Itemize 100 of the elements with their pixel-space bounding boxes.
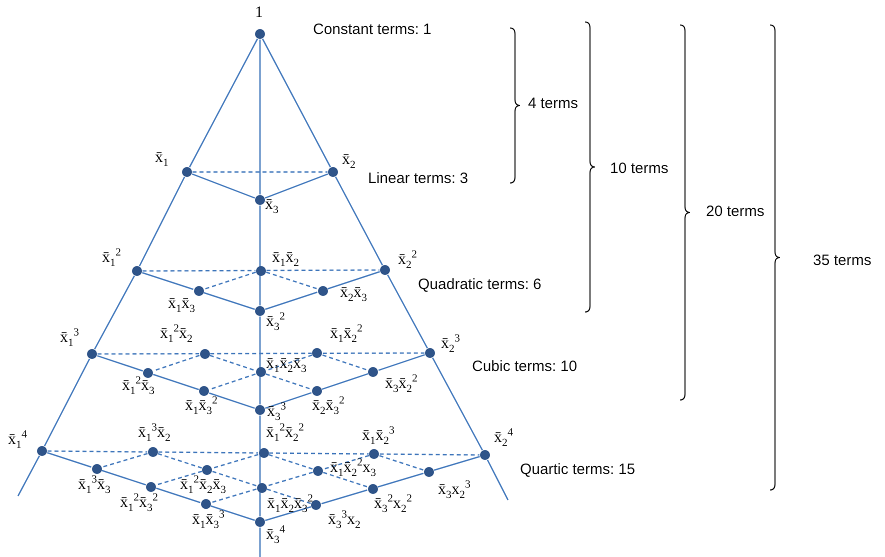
count-label: 4 terms [528,95,578,112]
vertex-dot [255,517,265,527]
dashed-line [204,272,256,290]
monomial-label: x̄$_{1}$$^{2}$x̄$_{2}$x̄$_{3}$ [180,477,226,493]
dashed-line [210,354,256,372]
line [434,456,480,471]
count-label: 35 terms [813,252,872,269]
vertex-dot [312,386,322,396]
count-label: Constant terms: 1 [313,21,432,38]
dashed-line [268,454,313,470]
dashed-line [212,470,257,486]
line [265,506,312,522]
line [209,392,255,409]
dashed-line [266,354,312,372]
vertex-dot [312,348,322,358]
monomial-label: x̄$_{2}$x̄$_{3}$ [340,285,367,301]
line [17,456,40,496]
dashed-line [266,472,313,487]
dashed-line [210,488,257,504]
vertex-dot [194,286,204,296]
dashed-line [210,352,312,354]
vertex-dot [318,286,328,296]
line [265,392,312,409]
line [262,38,332,168]
vertex-dot [424,466,434,477]
dashed-line [322,354,368,371]
vertex-dot [87,349,97,359]
line [188,38,258,168]
line [265,292,318,310]
line [486,460,509,500]
dashed-line [212,454,258,469]
dashed-line [379,455,424,471]
line [259,316,261,404]
dashed-line [209,373,256,390]
dashed-line [266,269,380,272]
vertex-dot [132,266,142,276]
dashed-line [266,373,312,390]
vertex-dot [380,265,390,275]
vertex-dot [256,482,267,492]
count-label: Quartic terms: 15 [520,461,636,478]
monomial-label: x̄$_{1}$$^{3}$x̄$_{2}$ [138,425,170,441]
dashed-line [158,453,202,469]
monomial-label: x̄$_{3}$$^{3}$x$_{2}$ [328,512,360,528]
vertex-dot [255,405,265,415]
monomial-label: x̄$_{1}$$^{2}$x̄$_{3}$ [122,378,154,394]
monomial-label: x̄$_{1}$x̄$_{3}$ [168,296,195,312]
vertex-dot [328,167,338,177]
dashed-line [322,352,424,354]
line [192,173,256,199]
dashed-line [48,450,148,453]
line [44,358,90,446]
dashed-line [323,454,370,470]
apex-label: 1 [255,5,263,21]
dashed-line [380,453,480,456]
count-label: 10 terms [610,160,668,177]
vertex-dot [255,195,265,205]
vertex-dot [37,446,47,456]
dashed-line [158,451,258,454]
line [432,358,483,450]
vertex-dot [369,449,380,459]
vertex-dot [199,386,209,396]
line [94,276,135,350]
dashed-line [142,270,256,272]
vertex-dot [256,266,266,276]
vertex-dot [368,484,378,494]
monomial-label: x̄$_{1}$$^{2}$x̄$_{2}$ [160,326,192,342]
dashed-line [323,472,368,488]
vertex-dot [480,450,490,460]
line [102,470,146,486]
line [156,488,200,504]
dashed-line [102,452,148,468]
vertex-dot [143,368,153,378]
line [259,416,261,516]
vertex-dot [146,482,156,492]
vertex-dot [255,306,265,316]
vertex-dot [311,500,322,510]
line [378,472,424,488]
count-label: Quadratic terms: 6 [418,276,542,293]
line [334,176,384,266]
line [378,354,425,371]
monomial-label: x̄$_{3}$ [265,197,278,213]
vertex-dot [148,447,158,457]
line [259,40,261,194]
dashed-line [156,470,202,486]
vertex-dot [200,499,210,510]
line [47,452,92,468]
vertex-dot [368,367,378,377]
dashed-line [192,171,328,173]
vertex-dot [258,448,268,458]
line [153,374,199,390]
line [259,528,261,557]
line [138,176,186,266]
vertex-dot [313,466,323,476]
monomial-label: x̄$_{1}$$^{3}$x̄$_{3}$ [78,477,110,493]
line [322,373,368,390]
line [142,272,194,290]
dashed-line [266,272,318,290]
monomial-label: x̄$_{1}$x̄$_{2}$ [272,250,299,266]
dashed-line [266,488,312,504]
vertex-dot [182,167,192,177]
